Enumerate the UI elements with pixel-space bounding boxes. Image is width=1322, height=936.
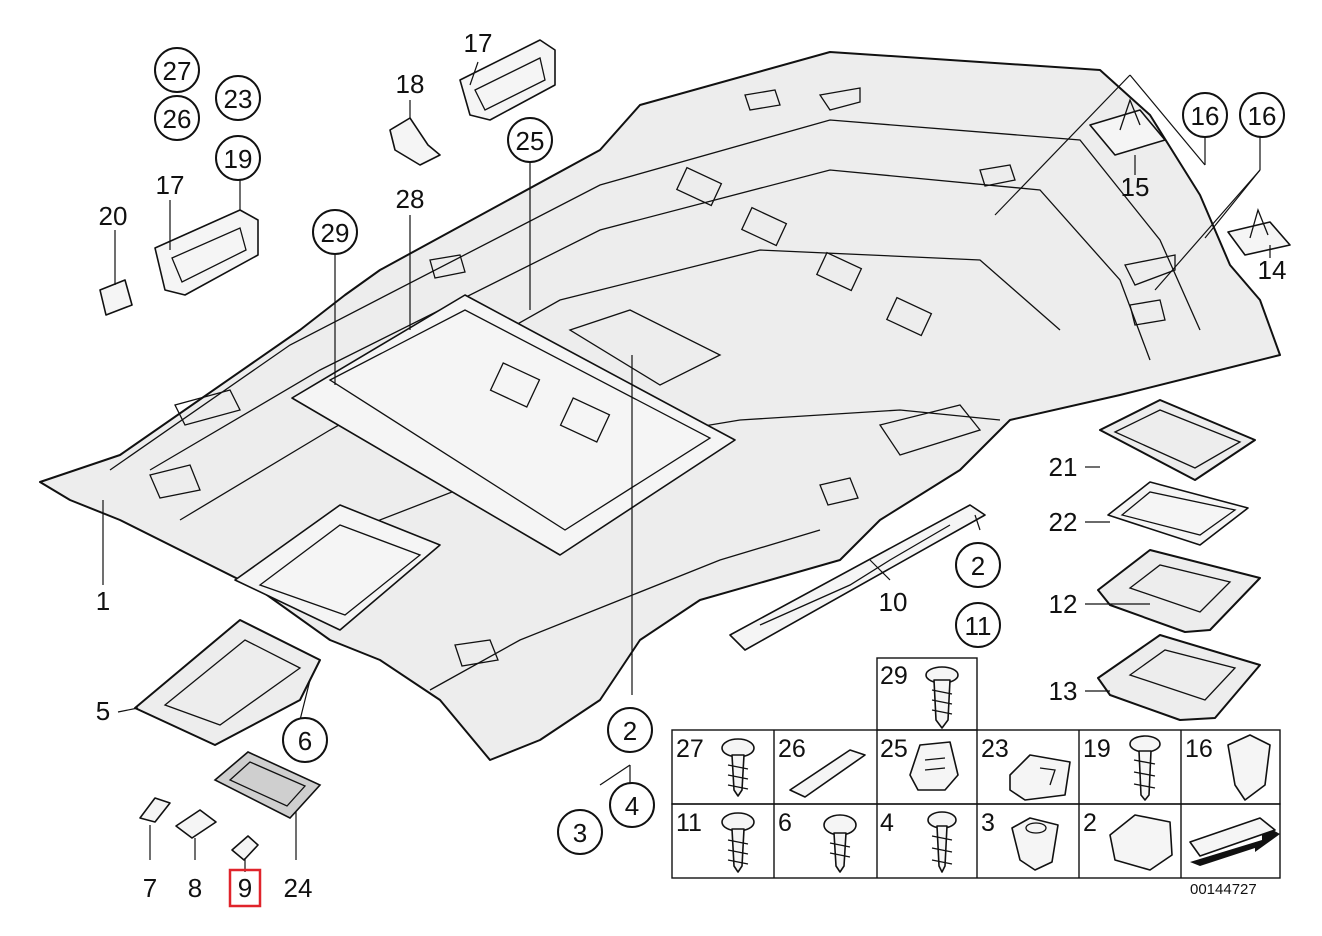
svg-text:26: 26	[163, 104, 192, 134]
label-14: 14	[1258, 255, 1287, 285]
svg-text:11: 11	[965, 611, 992, 641]
label-17-rear: 17	[464, 28, 493, 58]
diagram-number: 00144727	[1190, 881, 1257, 898]
table-label-16: 16	[1185, 735, 1213, 763]
table-label-23: 23	[981, 735, 1009, 763]
screw-29-icon[interactable]	[925, 666, 959, 729]
callout-6[interactable]: 6	[282, 717, 328, 763]
headliner-panel[interactable]	[39, 51, 1281, 761]
console-13[interactable]	[1097, 634, 1261, 721]
part-14[interactable]	[1227, 207, 1291, 256]
screw-11-icon[interactable]	[721, 812, 755, 873]
callout-29[interactable]: 29	[312, 209, 358, 255]
direction-arrow-icon	[1189, 817, 1280, 866]
frame-21[interactable]	[1099, 399, 1256, 481]
fastener-table	[671, 657, 1281, 879]
label-7: 7	[143, 873, 157, 903]
cap-20[interactable]	[99, 279, 133, 316]
table-label-11: 11	[676, 809, 702, 837]
label-21: 21	[1049, 452, 1078, 482]
screw-19-icon[interactable]	[1129, 735, 1161, 801]
label-20: 20	[99, 201, 128, 231]
table-label-2: 2	[1083, 809, 1097, 837]
nut-23-icon[interactable]	[1009, 754, 1071, 801]
table-label-25: 25	[880, 735, 908, 763]
svg-text:2: 2	[971, 551, 985, 581]
callout-11[interactable]: 11	[955, 602, 1001, 648]
label-24: 24	[284, 873, 313, 903]
label-1: 1	[96, 586, 110, 616]
svg-text:29: 29	[321, 218, 350, 248]
svg-text:2: 2	[623, 716, 637, 746]
label-18: 18	[396, 69, 425, 99]
svg-text:25: 25	[516, 126, 545, 156]
clip-18[interactable]	[389, 117, 441, 166]
table-label-6: 6	[778, 809, 792, 837]
label-8: 8	[188, 873, 202, 903]
callout-4[interactable]: 4	[609, 782, 655, 828]
label-12: 12	[1049, 589, 1078, 619]
part-9[interactable]	[231, 835, 259, 861]
callout-26[interactable]: 26	[154, 95, 200, 141]
label-13: 13	[1049, 676, 1078, 706]
table-label-3: 3	[981, 809, 995, 837]
bracket-26-icon[interactable]	[789, 749, 866, 798]
screw-27-icon[interactable]	[721, 738, 755, 797]
part-15[interactable]	[1089, 98, 1166, 156]
part-8[interactable]	[175, 809, 217, 839]
svg-text:6: 6	[298, 726, 312, 756]
label-9: 9	[238, 873, 252, 903]
label-15: 15	[1121, 172, 1150, 202]
clip-25-icon[interactable]	[909, 741, 959, 791]
table-label-19: 19	[1083, 735, 1111, 763]
table-label-4: 4	[880, 809, 894, 837]
callout-19[interactable]: 19	[215, 135, 261, 181]
callout-27[interactable]: 27	[154, 47, 200, 93]
callout-3[interactable]: 3	[557, 809, 603, 855]
part-7[interactable]	[139, 797, 171, 823]
callout-2-center[interactable]: 2	[607, 707, 653, 753]
svg-text:16: 16	[1191, 101, 1220, 131]
callout-16-left[interactable]: 16	[1182, 92, 1228, 138]
callout-23[interactable]: 23	[215, 75, 261, 121]
svg-text:27: 27	[163, 56, 192, 86]
callout-16-right[interactable]: 16	[1239, 92, 1285, 138]
svg-text:16: 16	[1248, 101, 1277, 131]
svg-text:19: 19	[224, 144, 253, 174]
clip-2-icon[interactable]	[1109, 814, 1173, 871]
frame-22[interactable]	[1107, 481, 1249, 546]
callout-25[interactable]: 25	[507, 117, 553, 163]
lamp-24[interactable]	[213, 751, 322, 819]
screw-6-icon[interactable]	[823, 814, 857, 873]
grab-handle-rear[interactable]	[459, 39, 556, 121]
clip-16-icon[interactable]	[1227, 734, 1271, 801]
label-5: 5	[96, 696, 110, 726]
roof-trim-strip[interactable]	[729, 504, 986, 651]
console-12[interactable]	[1097, 549, 1261, 633]
leader-lines	[102, 61, 1271, 872]
table-label-29: 29	[880, 662, 908, 690]
svg-text:3: 3	[573, 818, 587, 848]
highlight-box	[228, 868, 262, 908]
nut-3-icon[interactable]	[1011, 817, 1059, 871]
label-17-front: 17	[156, 170, 185, 200]
svg-text:4: 4	[625, 791, 639, 821]
table-label-27: 27	[676, 735, 704, 763]
label-22: 22	[1049, 507, 1078, 537]
label-10: 10	[879, 587, 908, 617]
callout-2-right[interactable]: 2	[955, 542, 1001, 588]
table-label-26: 26	[778, 735, 806, 763]
screw-4-icon[interactable]	[927, 811, 957, 873]
label-28: 28	[396, 184, 425, 214]
svg-text:23: 23	[224, 84, 253, 114]
